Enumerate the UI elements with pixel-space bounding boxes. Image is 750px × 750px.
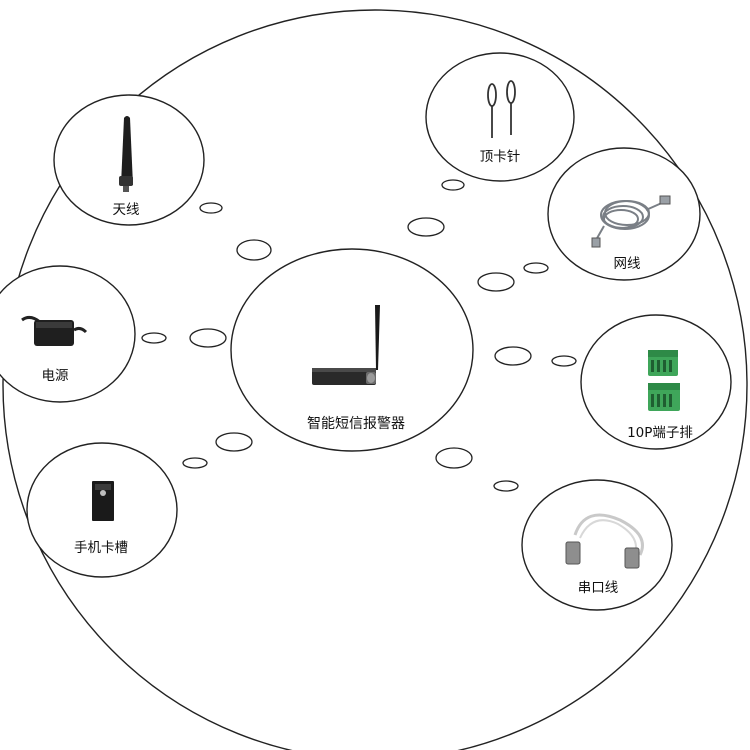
bubble	[236, 239, 272, 261]
node-label: 电源	[42, 368, 69, 384]
center-circle	[230, 248, 474, 452]
bubble	[493, 480, 519, 492]
bubble	[523, 262, 549, 274]
node-label: 网线	[614, 256, 641, 272]
node-label: 串口线	[578, 580, 619, 596]
bubble	[477, 272, 515, 292]
bubble	[189, 328, 227, 348]
node-circle	[425, 52, 575, 182]
node-label: 10P端子排	[627, 425, 693, 441]
connector-bubbles	[141, 179, 577, 492]
bubble	[182, 457, 208, 469]
bubble	[441, 179, 465, 191]
bubble	[435, 447, 473, 469]
center-label: 智能短信报警器	[307, 416, 405, 432]
bubble	[199, 202, 223, 214]
sms-alarm-device-icon	[312, 305, 380, 385]
node-sim-pin: 顶卡针	[425, 52, 575, 182]
node-label: 天线	[113, 202, 140, 218]
outer-ellipse	[2, 9, 748, 750]
sim-eject-pin-icon	[487, 80, 516, 138]
bubble	[215, 432, 253, 452]
node-network-cable: 网线	[547, 147, 701, 281]
power-adapter-icon	[21, 315, 88, 346]
serial-cable-icon	[565, 513, 644, 569]
network-cable-icon	[591, 195, 671, 248]
bubble	[551, 355, 577, 367]
node-circle	[580, 314, 732, 450]
node-circle	[547, 147, 701, 281]
sim-card-slot-icon	[92, 481, 114, 521]
node-circle	[521, 479, 673, 611]
terminal-block-icon	[648, 350, 680, 411]
bubble	[141, 332, 167, 344]
bubble	[407, 217, 445, 237]
node-label: 顶卡针	[480, 149, 521, 165]
node-antenna: 天线	[53, 94, 205, 226]
node-serial-cable: 串口线	[521, 479, 673, 611]
node-power: 电源	[0, 265, 136, 403]
node-terminal-block: 10P端子排	[580, 314, 732, 450]
node-label: 手机卡槽	[74, 540, 128, 556]
antenna-icon	[119, 116, 133, 192]
node-sim-slot: 手机卡槽	[26, 442, 178, 578]
center-node: 智能短信报警器	[230, 248, 474, 452]
bubble	[494, 346, 532, 366]
